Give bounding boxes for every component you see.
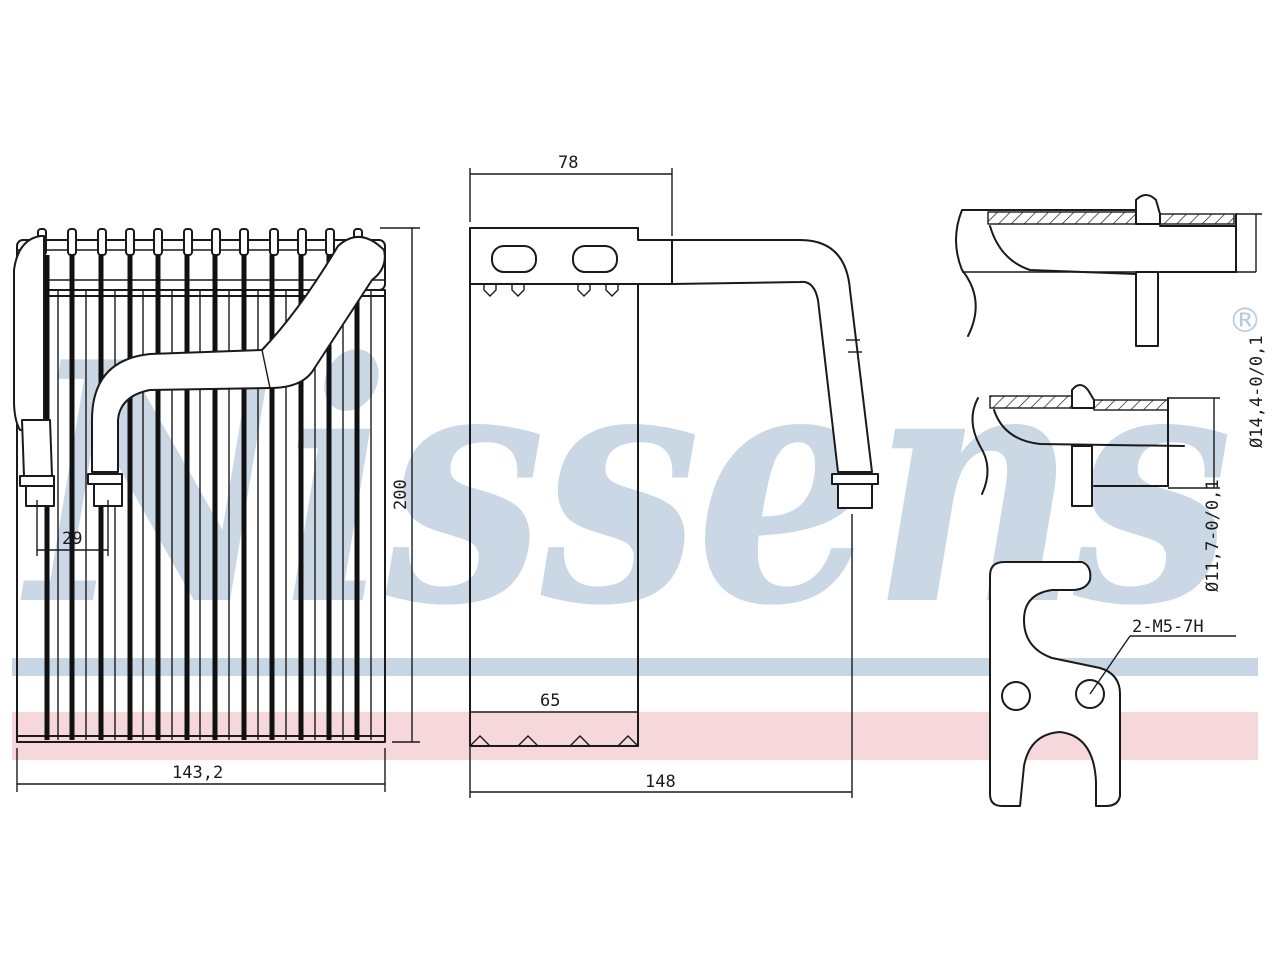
side-pipe-nut bbox=[837, 483, 873, 509]
dimension-depth-core: 65 bbox=[540, 691, 560, 711]
side-slot-left bbox=[491, 245, 537, 273]
dimension-pipe-offset: 29 bbox=[62, 529, 82, 549]
watermark-registered-mark: ® bbox=[1228, 301, 1262, 341]
pipe-detail-large bbox=[955, 194, 1262, 347]
dimension-depth-top: 78 bbox=[558, 153, 578, 173]
dimension-width-front: 143,2 bbox=[172, 763, 223, 783]
dimension-depth-total: 148 bbox=[645, 772, 676, 792]
front-core-tubes bbox=[44, 255, 360, 740]
pipe-detail-small bbox=[971, 384, 1220, 507]
flange-detail bbox=[989, 561, 1236, 807]
flange-plate bbox=[989, 561, 1121, 807]
front-header-tabs bbox=[37, 228, 363, 256]
watermark-blue-band bbox=[12, 658, 1258, 676]
front-left-tank bbox=[13, 235, 45, 431]
side-pipe bbox=[671, 239, 873, 473]
dimension-height: 200 bbox=[391, 479, 411, 510]
side-slot-right bbox=[572, 245, 618, 273]
front-left-pipe bbox=[21, 419, 53, 477]
dimension-pipe-large: Ø14,4-0/0,1 bbox=[1247, 335, 1267, 448]
side-view: 78 65 148 bbox=[469, 153, 879, 798]
front-view: 29 143,2 200 bbox=[13, 227, 420, 792]
dimension-thread: 2-M5-7H bbox=[1132, 617, 1204, 637]
dimension-pipe-small: Ø11,7-0/0,1 bbox=[1203, 479, 1223, 592]
front-s-pipe bbox=[91, 236, 386, 473]
front-left-pipe-nut bbox=[25, 485, 55, 507]
flange-hole-left bbox=[1001, 681, 1031, 711]
